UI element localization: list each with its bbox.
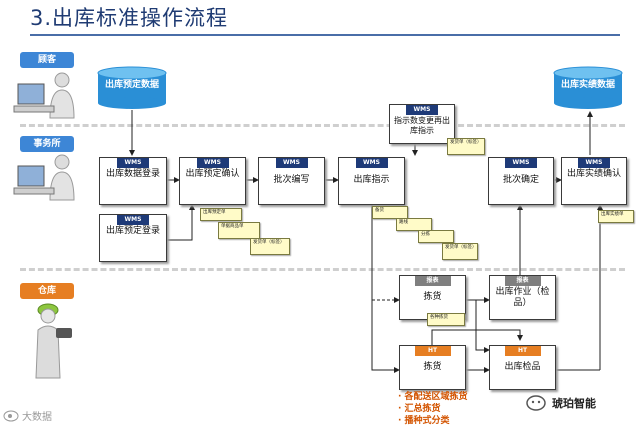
actual-data-label: 出库实绩数据 — [560, 80, 615, 90]
batch-confirm-box: WMS 批次确定 — [488, 157, 554, 205]
wms-badge: WMS — [117, 215, 149, 225]
inspect-work-box: 报表 出库作业（检品） — [489, 275, 556, 320]
batch-edit-label: 批次编写 — [273, 175, 310, 185]
batch-confirm-label: 批次确定 — [502, 175, 539, 185]
picking-method-item: · 播种式分类 — [398, 416, 450, 426]
office-worker-icon — [13, 72, 75, 119]
office-worker-icon — [13, 154, 75, 201]
instruct-change-label: 指示数变更再出库指示 — [394, 116, 450, 135]
inspect-ht-box: HT 出库检品 — [489, 345, 556, 390]
wms-badge: WMS — [505, 158, 537, 168]
warehouse-worker-icon — [35, 303, 72, 379]
wms-badge: WMS — [117, 158, 149, 168]
lane-separator — [20, 268, 625, 271]
inspect-work-label: 出库作业（检品） — [495, 287, 550, 308]
document-note: 各种拣货 — [427, 313, 465, 326]
plan-confirm-box: WMS 出库预定确认 — [179, 157, 246, 205]
document-note: 分拣 — [418, 230, 454, 243]
weibo-icon — [3, 410, 19, 422]
instruct-box: WMS 出库指示 — [338, 157, 405, 205]
document-note: 发货单（标签） — [250, 238, 290, 255]
wms-badge: WMS — [578, 158, 610, 168]
plan-register-box: WMS 出库预定登录 — [99, 214, 167, 262]
document-note: 备货 — [372, 206, 408, 219]
wms-badge: WMS — [355, 158, 388, 168]
picking-method-item: · 各配送区域拣货 — [398, 392, 468, 402]
wechat-icon — [526, 395, 546, 411]
instruct-label: 出库指示 — [353, 175, 390, 185]
lane-label-sales: 顾客 — [20, 52, 74, 68]
document-note: 发货单（标签） — [442, 243, 478, 260]
document-note: 单据商品单 — [218, 222, 260, 239]
report-badge: 报表 — [414, 276, 451, 286]
document-note: 出库预定单 — [200, 208, 242, 221]
batch-edit-box: WMS 批次编写 — [258, 157, 325, 205]
ht-badge: HT — [414, 346, 451, 356]
wms-badge: WMS — [275, 158, 308, 168]
plan-register-label: 出库预定登录 — [105, 226, 160, 236]
watermark-text: 大数据 — [22, 412, 52, 423]
actual-data-cylinder: 出库实绩数据 — [553, 66, 623, 110]
plan-data-cylinder: 出库预定数据 — [97, 66, 167, 110]
wms-badge: WMS — [406, 105, 438, 115]
actual-confirm-box: WMS 出库实绩确认 — [561, 157, 627, 205]
plan-data-label: 出库预定数据 — [104, 80, 159, 90]
title-underline — [30, 34, 620, 36]
inspect-ht-label: 出库检品 — [504, 362, 541, 372]
lane-label-warehouse: 仓库 — [20, 283, 74, 299]
database-icon — [97, 66, 167, 109]
document-note: 出库实绩单 — [598, 210, 634, 223]
lane-separator — [20, 124, 625, 127]
page-title: 3.出库标准操作流程 — [30, 6, 229, 30]
document-note: 路线 — [396, 218, 432, 231]
data-register-label: 出库数据登录 — [105, 169, 160, 179]
data-register-box: WMS 出库数据登录 — [99, 157, 167, 205]
picking-method-item: · 汇总拣货 — [398, 404, 441, 414]
plan-confirm-label: 出库预定确认 — [185, 169, 240, 179]
wms-badge: WMS — [196, 158, 229, 168]
actual-confirm-label: 出库实绩确认 — [566, 169, 621, 179]
document-note: 发货单（标签） — [447, 138, 485, 155]
picking-ht-box: HT 拣货 — [399, 345, 466, 390]
brand-name: 琥珀智能 — [552, 397, 596, 410]
picking-ht-label: 拣货 — [423, 362, 442, 372]
report-badge: 报表 — [504, 276, 541, 286]
ht-badge: HT — [504, 346, 541, 356]
lane-label-office: 事务所 — [20, 136, 74, 152]
picking-report-label: 拣货 — [423, 292, 442, 302]
instruct-change-box: WMS 指示数变更再出库指示 — [389, 104, 455, 144]
database-icon — [553, 66, 623, 109]
